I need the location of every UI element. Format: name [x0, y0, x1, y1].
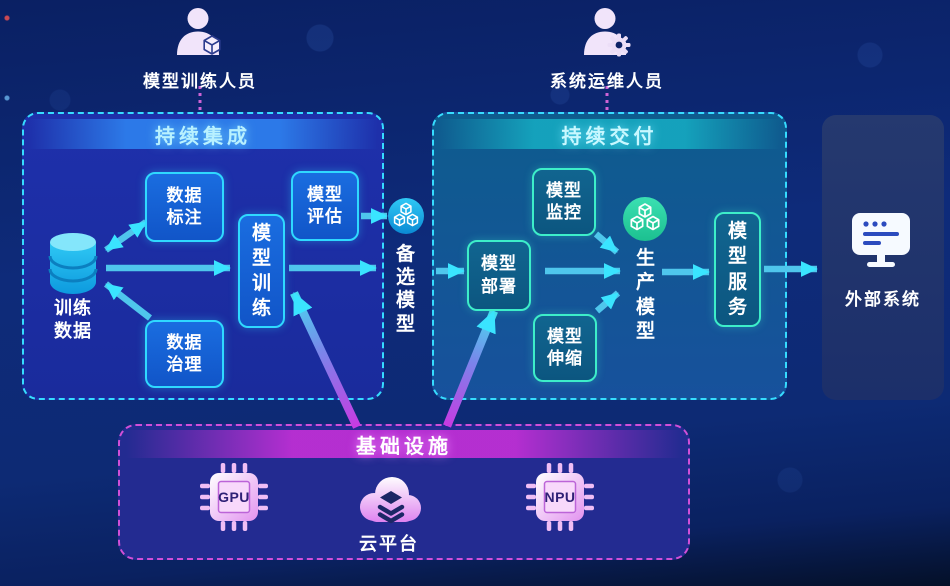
gear-icon [607, 33, 631, 57]
gpu-chip-icon [200, 463, 268, 531]
data-governance-node: 数据治理 [145, 320, 224, 388]
production-model-icon [623, 197, 667, 241]
cube-icon [203, 35, 221, 55]
ci-title: 持续集成 [28, 119, 378, 149]
model-scaling-node: 模型伸缩 [533, 314, 597, 382]
person-cube-icon [177, 8, 221, 55]
model-evaluation-node: 模型评估 [291, 171, 359, 241]
candidate-model-icon [388, 198, 424, 234]
cloud-platform-label: 云平台 [359, 534, 419, 554]
npu-label: NPU [544, 489, 576, 505]
system-ops-label: 系统运维人员 [550, 72, 664, 91]
model-trainer-actor: 模型训练人员 [110, 5, 290, 92]
model-deployment-node: 模型部署 [467, 240, 531, 311]
npu-chip-icon [526, 463, 594, 531]
external-system-icon [852, 213, 910, 267]
layers-icon [377, 491, 405, 524]
system-ops-actor: 系统运维人员 [517, 5, 697, 92]
gpu-chip: GPU [197, 460, 271, 534]
production-model-label: 生产模型 [635, 248, 655, 342]
gpu-label: GPU [218, 489, 250, 505]
infra-title: 基础设施 [126, 430, 682, 458]
model-service-node: 模型服务 [714, 212, 761, 327]
training-data-label: 训练数据 [54, 298, 92, 342]
candidate-model-label: 备选模型 [395, 244, 415, 335]
model-training-node: 模型训练 [238, 214, 285, 328]
external-system-label: 外部系统 [845, 290, 921, 309]
npu-chip: NPU [523, 460, 597, 534]
data-annotation-node: 数据标注 [145, 172, 224, 242]
database-icon [48, 233, 98, 294]
model-monitoring-node: 模型监控 [532, 168, 596, 236]
person-gear-icon [584, 8, 631, 57]
cloud-platform-icon [360, 477, 421, 524]
cd-title: 持续交付 [438, 119, 781, 149]
model-trainer-label: 模型训练人员 [143, 72, 257, 91]
